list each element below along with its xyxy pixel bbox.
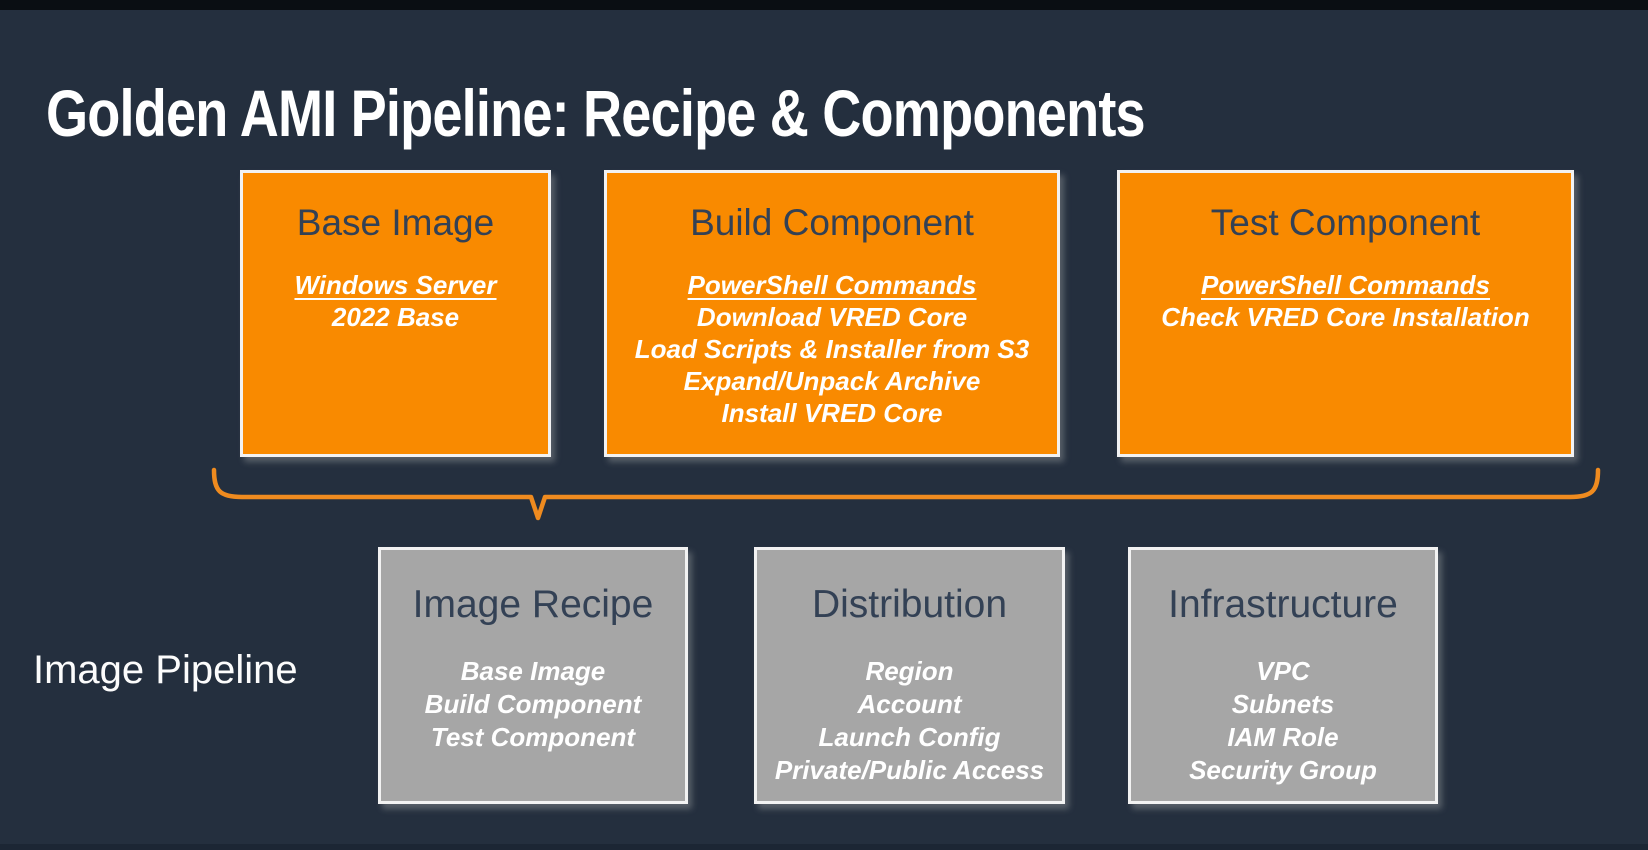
box-body: Region Account Launch Config Private/Pub… [757,655,1062,787]
slide-title: Golden AMI Pipeline: Recipe & Components [46,76,1146,151]
pipeline-box-image-recipe: Image Recipe Base Image Build Component … [378,547,688,804]
box-title: Build Component [690,202,974,243]
box-title: Infrastructure [1168,583,1398,626]
box-title: Test Component [1210,202,1481,243]
box-item: IAM Role [1227,721,1339,752]
box-item: Load Scripts & Installer from S3 [634,333,1030,364]
box-item: Test Component [430,721,636,752]
box-item: Base Image [460,655,606,686]
box-item: VPC [1256,655,1310,686]
box-item: Check VRED Core Installation [1161,301,1530,332]
bottom-edge-bar [0,844,1648,850]
recipe-box-build-component: Build Component PowerShell Commands Down… [604,170,1060,457]
box-item: Private/Public Access [774,754,1045,785]
recipe-box-test-component: Test Component PowerShell Commands Check… [1117,170,1574,457]
box-item: Expand/Unpack Archive [683,365,981,396]
box-subtitle: Windows Server [294,269,497,300]
box-item: Build Component [424,688,642,719]
box-body: Base Image Build Component Test Componen… [381,655,685,754]
recipe-box-base-image: Base Image Windows Server 2022 Base [240,170,551,457]
box-title: Base Image [296,202,495,243]
box-body: PowerShell Commands Check VRED Core Inst… [1120,269,1571,333]
box-item: Install VRED Core [721,397,943,428]
box-item: Region [865,655,954,686]
box-body: Windows Server 2022 Base [243,269,548,333]
box-body: PowerShell Commands Download VRED Core L… [607,269,1057,429]
box-title: Distribution [811,583,1008,626]
box-subtitle: PowerShell Commands [1201,269,1490,300]
box-title: Image Recipe [412,583,654,626]
top-edge-bar [0,0,1648,10]
pipeline-label: Image Pipeline [33,648,298,692]
box-item: Subnets [1231,688,1335,719]
box-item: Download VRED Core [696,301,968,332]
box-body: VPC Subnets IAM Role Security Group [1131,655,1435,787]
box-item: Launch Config [818,721,1001,752]
pipeline-box-distribution: Distribution Region Account Launch Confi… [754,547,1065,804]
box-item: 2022 Base [331,301,460,332]
box-subtitle: PowerShell Commands [687,269,977,300]
box-item: Security Group [1189,754,1377,785]
pipeline-box-infrastructure: Infrastructure VPC Subnets IAM Role Secu… [1128,547,1438,804]
box-item: Account [857,688,962,719]
